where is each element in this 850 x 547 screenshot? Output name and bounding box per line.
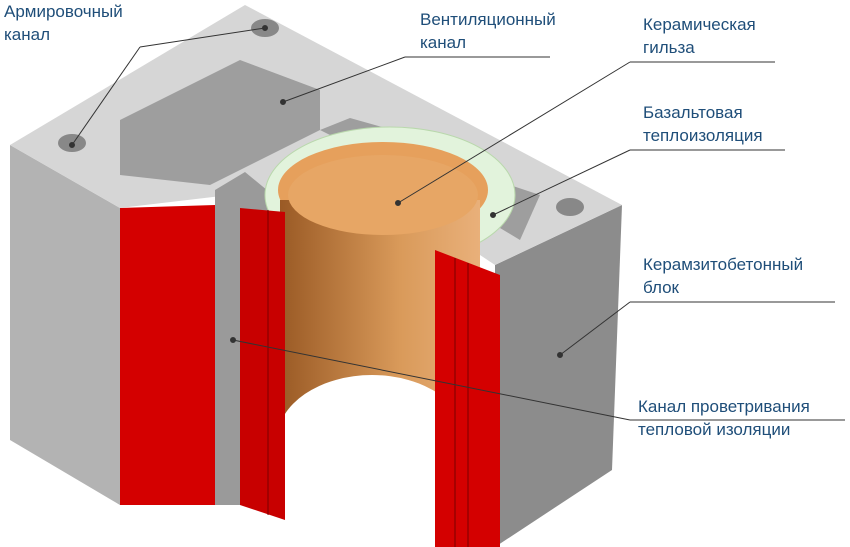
cut-section-left-inner	[240, 208, 285, 520]
label-line: Вентиляционный	[420, 10, 556, 29]
label-basalt-insulation: Базальтовая теплоизоляция	[643, 101, 763, 147]
label-line: канал	[4, 25, 51, 44]
block-right-face	[495, 205, 622, 547]
label-claydite-block: Керамзитобетонный блок	[643, 253, 803, 299]
label-reinforcement-channel: Армировочный канал	[4, 0, 123, 46]
leader-lines	[69, 25, 845, 421]
label-insulation-vent-channel: Канал проветривания тепловой изоляции	[638, 395, 810, 441]
label-ceramic-liner: Керамическая гильза	[643, 13, 756, 59]
ventilation-channel-opening	[120, 60, 320, 185]
ceramic-liner-inner	[288, 155, 478, 235]
label-line: канал	[420, 33, 467, 52]
reinforcement-hole	[556, 198, 584, 216]
label-line: Армировочный	[4, 2, 123, 21]
label-line: Керамическая	[643, 15, 756, 34]
block-left-face	[10, 145, 120, 505]
label-line: тепловой изоляции	[638, 420, 791, 439]
label-line: Керамзитобетонный	[643, 255, 804, 274]
label-line: блок	[643, 278, 679, 297]
cut-section-left	[120, 205, 215, 505]
label-line: Канал проветривания	[638, 397, 810, 416]
label-line: теплоизоляция	[643, 126, 763, 145]
label-line: гильза	[643, 38, 695, 57]
label-ventilation-channel: Вентиляционный канал	[420, 8, 556, 54]
label-line: Базальтовая	[643, 103, 743, 122]
